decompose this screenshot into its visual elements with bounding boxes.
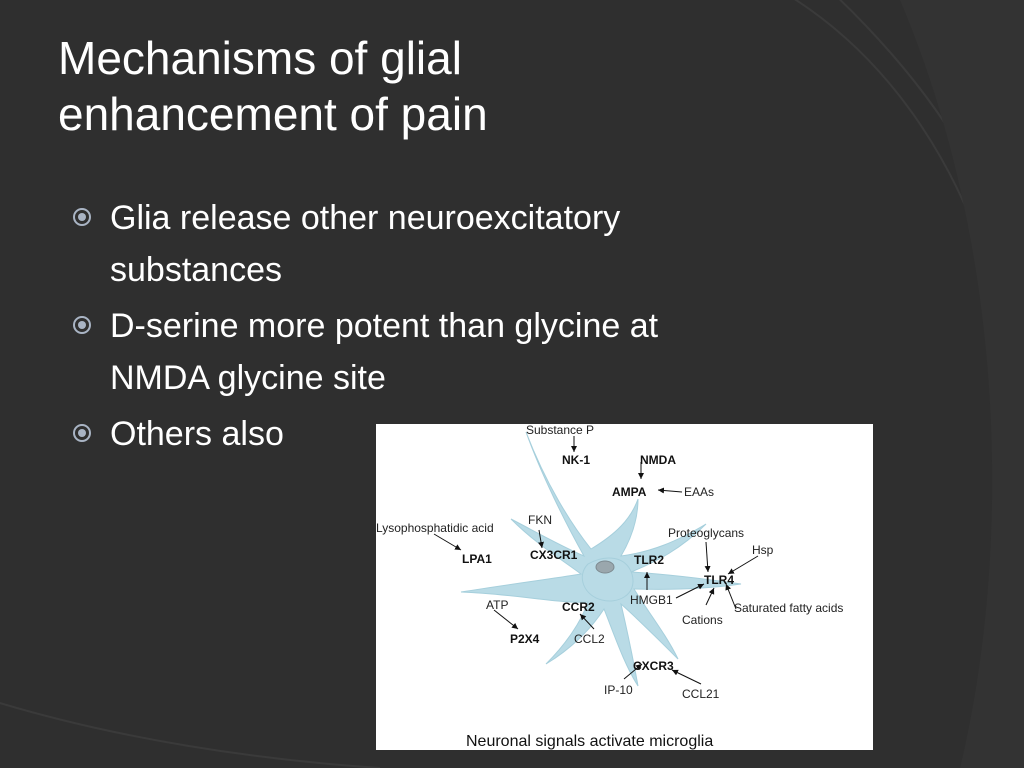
label-hsp: Hsp — [752, 543, 774, 557]
label-atp: ATP — [486, 598, 508, 612]
cell-nucleus — [595, 560, 615, 574]
signal-arrows — [433, 436, 759, 685]
bullet-item: D-serine more potent than glycine at NMD… — [72, 300, 832, 404]
bullet-text-line: D-serine more potent than glycine at — [110, 307, 659, 345]
microglia-diagram: Substance P NK-1 NMDA AMPA EAAs Lysophos… — [376, 424, 843, 750]
bullet-list: Glia release other neuroexcitatory subst… — [72, 192, 832, 464]
bullet-text-line: Glia release other neuroexcitatory — [110, 199, 621, 237]
microglia-cell — [460, 431, 742, 687]
bullet-text-line: Others also — [110, 415, 284, 453]
label-cxcr3: CXCR3 — [633, 659, 674, 673]
figure-caption: Neuronal signals activate microglia — [466, 733, 713, 750]
label-lpa1: LPA1 — [462, 552, 492, 566]
label-ccl2: CCL2 — [574, 632, 605, 646]
label-hmgb1: HMGB1 — [630, 593, 673, 607]
circle-target-icon — [73, 208, 91, 226]
label-ampa: AMPA — [612, 485, 647, 499]
label-nk1: NK-1 — [562, 453, 590, 467]
title-line-2: enhancement of pain — [58, 88, 488, 140]
label-proteoglycans: Proteoglycans — [668, 526, 744, 540]
label-nmda: NMDA — [640, 453, 676, 467]
label-ccl21: CCL21 — [682, 687, 720, 701]
label-tlr4: TLR4 — [704, 573, 734, 587]
label-tlr2: TLR2 — [634, 553, 664, 567]
label-fkn: FKN — [528, 513, 552, 527]
label-ccr2: CCR2 — [562, 600, 595, 614]
bullet-item: Others also — [72, 408, 832, 460]
bullet-text-line: substances — [110, 251, 282, 289]
microglia-figure: Substance P NK-1 NMDA AMPA EAAs Lysophos… — [376, 424, 873, 750]
label-cations: Cations — [682, 613, 723, 627]
slide-title: Mechanisms of glial enhancement of pain — [58, 30, 758, 142]
bullet-item: Glia release other neuroexcitatory subst… — [72, 192, 832, 296]
title-line-1: Mechanisms of glial — [58, 32, 462, 84]
label-ip10: IP-10 — [604, 683, 633, 697]
label-p2x4: P2X4 — [510, 632, 540, 646]
label-saturated-fatty-acids: Saturated fatty acids — [734, 601, 843, 615]
label-lysophosphatidic-acid: Lysophosphatidic acid — [376, 521, 494, 535]
circle-target-icon — [73, 316, 91, 334]
label-cx3cr1: CX3CR1 — [530, 548, 578, 562]
label-substance-p: Substance P — [526, 424, 594, 437]
label-eaas: EAAs — [684, 485, 714, 499]
bullet-text-line: NMDA glycine site — [110, 359, 386, 397]
circle-target-icon — [73, 424, 91, 442]
